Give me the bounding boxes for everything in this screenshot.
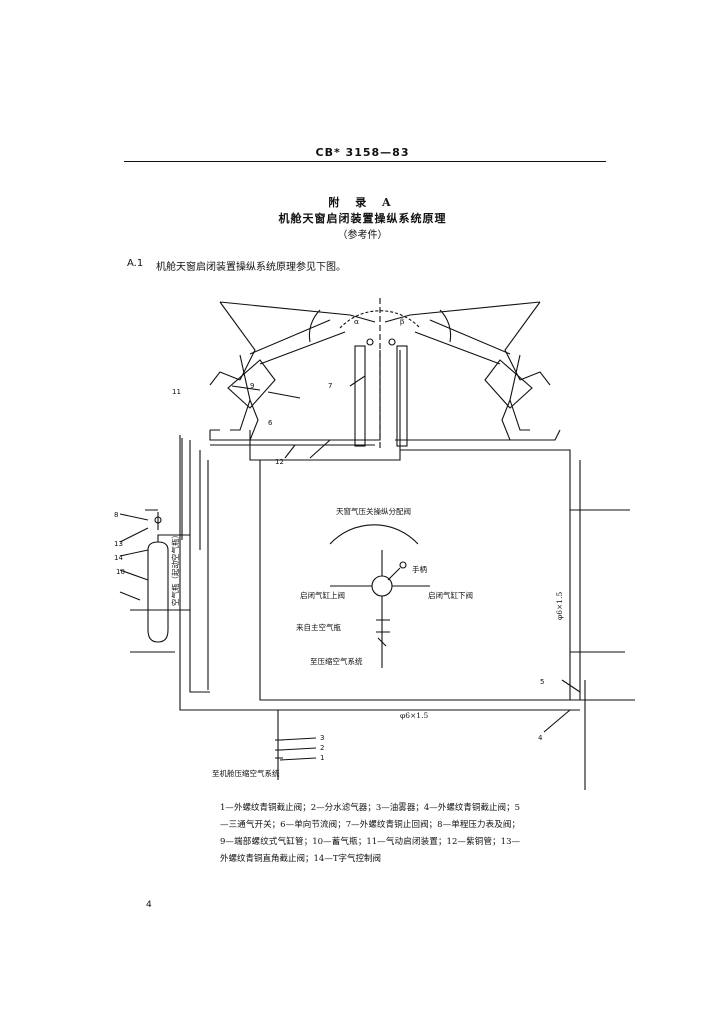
appendix-subtitle: （参考件） <box>337 230 388 241</box>
clause-number: A.1 <box>127 258 144 269</box>
pneumatic-control-diagram: 11 9 7 6 12 8 13 14 10 5 4 3 2 1 天窗气压关操纵… <box>114 298 635 790</box>
part-number-13: 13 <box>114 540 123 548</box>
part-number-10: 10 <box>116 568 125 576</box>
left-skylight-mechanism <box>209 301 376 441</box>
label-pipe-spec-bottom: φ6×1.5 <box>400 711 428 720</box>
part-number-9: 9 <box>250 382 254 390</box>
appendix-title: 机舱天窗启闭装置操纵系统原理 <box>278 212 447 225</box>
part-number-12: 12 <box>275 458 284 466</box>
part-number-4: 4 <box>538 734 543 742</box>
label-from-supply: 来自主空气瓶 <box>296 622 341 632</box>
label-angle-alpha: α <box>354 317 359 326</box>
figure-caption: 1—外螺纹青铜截止阀；2—分水滤气器；3—油雾器；4—外螺纹青铜截止阀；5—三通… <box>220 803 520 864</box>
label-distribution-valve: 天窗气压关操纵分配阀 <box>336 506 411 516</box>
part-number-2: 2 <box>320 744 324 752</box>
appendix-label: 附 录 A <box>328 196 397 209</box>
part-number-8: 8 <box>114 511 118 519</box>
label-bottom-outlet: 至机舱压缩空气系统 <box>212 768 280 778</box>
header-rule <box>124 161 606 162</box>
label-handle: 手柄 <box>412 564 427 574</box>
right-skylight-mechanism <box>384 301 551 441</box>
part-number-7: 7 <box>328 382 332 390</box>
label-close-valve: 启闭气缸下阀 <box>428 590 473 600</box>
label-to-air-system: 至压缩空气系统 <box>310 656 363 666</box>
part-number-6: 6 <box>268 419 273 427</box>
part-number-14: 14 <box>114 554 123 562</box>
clause-text: 机舱天窗启闭装置操纵系统原理参见下图。 <box>156 262 346 273</box>
label-open-valve: 启闭气缸上阀 <box>300 590 345 600</box>
label-angle-beta: β <box>400 317 404 326</box>
label-pipe-spec-right: φ6×1.5 <box>555 592 564 620</box>
page-number: 4 <box>146 900 152 910</box>
standard-code: CB* 3158—83 <box>315 146 410 159</box>
label-bottle: 空气瓶（起动空气瓶） <box>170 531 180 606</box>
part-number-3: 3 <box>320 734 324 742</box>
part-number-5: 5 <box>540 678 544 686</box>
part-number-11: 11 <box>172 388 181 396</box>
part-number-1: 1 <box>320 754 324 762</box>
